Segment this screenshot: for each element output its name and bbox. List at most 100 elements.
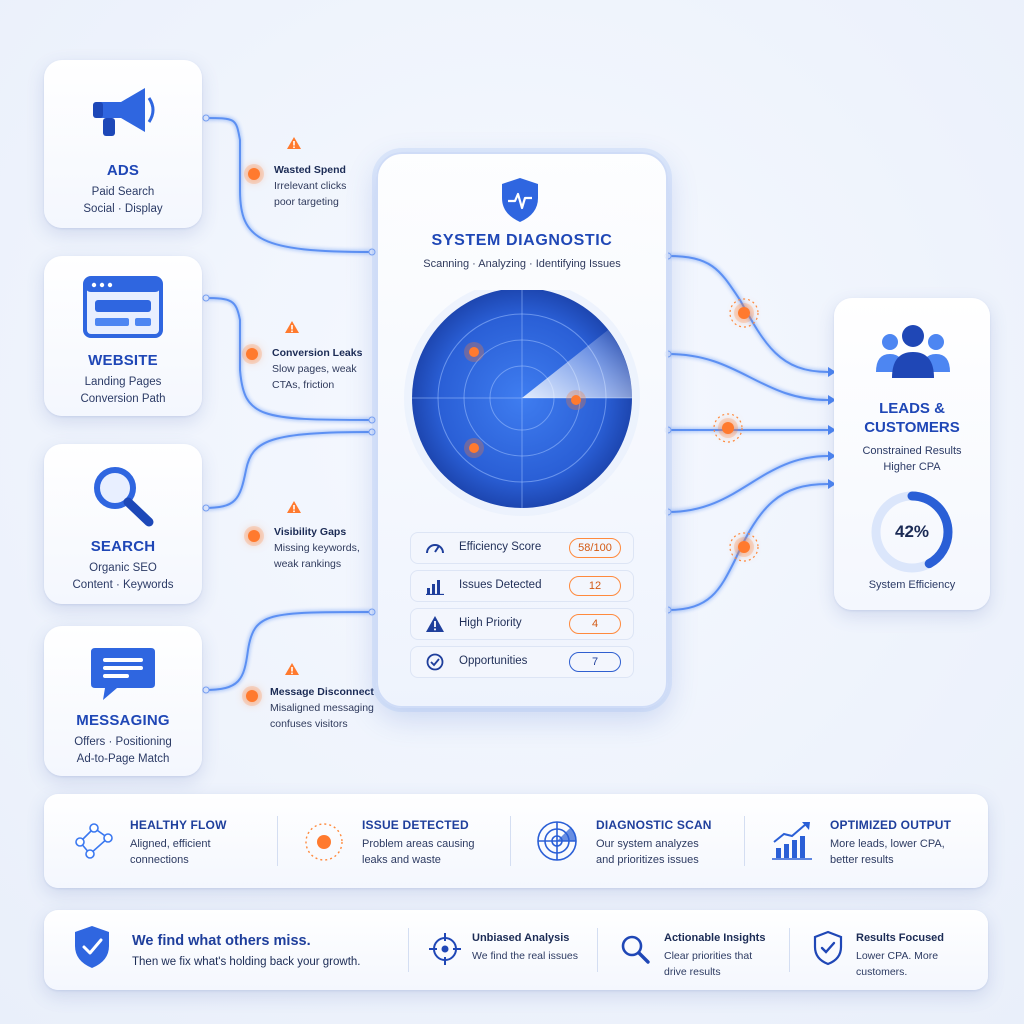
radar-sweep xyxy=(522,330,632,398)
issue-dot xyxy=(722,422,734,434)
arrow-head-2 xyxy=(828,395,836,405)
source-title: ADS xyxy=(106,162,140,179)
issue-title: Wasted Spend xyxy=(274,164,346,176)
source-card-messaging[interactable]: MESSAGING Offers · Positioning Ad-to-Pag… xyxy=(44,626,202,776)
output-title-line: CUSTOMERS xyxy=(864,419,960,436)
output-card-leads: LEADS & CUSTOMERS Constrained Results Hi… xyxy=(834,298,990,610)
source-card-search[interactable]: SEARCH Organic SEO Content · Keywords xyxy=(44,444,202,604)
source-detail: Content · Keywords xyxy=(72,579,174,591)
network-icon xyxy=(75,823,113,859)
banner-item-detail: drive results xyxy=(664,966,721,978)
radar-icon xyxy=(537,821,577,861)
legend-divider xyxy=(510,816,511,866)
metric-label: Opportunities xyxy=(459,655,528,667)
bottom-banner xyxy=(44,910,988,990)
banner-headline: We find what others miss. xyxy=(132,933,311,949)
banner-subline: Then we fix what's holding back your gro… xyxy=(132,956,361,968)
banner-divider xyxy=(597,928,598,972)
issue-title: Message Disconnect xyxy=(270,686,374,698)
legend-title: OPTIMIZED OUTPUT xyxy=(830,818,952,832)
legend-divider xyxy=(744,816,745,866)
diagnostic-title: SYSTEM DIAGNOSTIC xyxy=(431,232,613,249)
issue-dot xyxy=(246,348,258,360)
efficiency-label: System Efficiency xyxy=(868,579,956,591)
arrow-head-4 xyxy=(828,451,836,461)
banner-divider xyxy=(408,928,409,972)
banner-item-detail: customers. xyxy=(856,966,908,978)
megaphone-icon xyxy=(93,88,155,136)
issue-title: Conversion Leaks xyxy=(272,347,363,359)
metric-label: Issues Detected xyxy=(459,579,542,591)
efficiency-ring-fill xyxy=(871,491,953,573)
shield-check-icon xyxy=(75,926,109,968)
metric-value: 12 xyxy=(569,576,621,596)
output-title-line: LEADS & xyxy=(879,400,945,417)
legend-detail: connections xyxy=(130,854,189,866)
source-detail: Conversion Path xyxy=(80,393,166,405)
efficiency-value: 42% xyxy=(894,522,930,541)
banner-item-detail: Clear priorities that xyxy=(664,950,753,962)
legend-title: HEALTHY FLOW xyxy=(130,818,227,832)
warning-icon xyxy=(287,501,301,513)
arrow-head-1 xyxy=(828,367,836,377)
shield-pulse-icon xyxy=(502,178,538,222)
target-icon xyxy=(429,933,461,965)
flow-line-out-5 xyxy=(667,483,829,611)
source-card-website[interactable]: WEBSITE Landing Pages Conversion Path xyxy=(44,256,202,416)
arrow-head-5 xyxy=(828,479,836,489)
browser-window-icon xyxy=(83,276,163,338)
issue-dot xyxy=(248,530,260,542)
legend-detail: Our system analyzes xyxy=(596,838,699,850)
magnifier-icon xyxy=(94,467,154,527)
issue-dot xyxy=(246,690,258,702)
bar-chart-icon xyxy=(426,580,444,595)
issue-dot xyxy=(738,307,750,319)
metric-value: 4 xyxy=(569,614,621,634)
issue-wasted-spend: Wasted Spend Irrelevant clicks poor targ… xyxy=(274,162,346,210)
flow-line-out-2 xyxy=(667,353,829,401)
users-group-icon xyxy=(876,325,950,378)
issue-title: Visibility Gaps xyxy=(274,526,347,538)
source-detail: Organic SEO xyxy=(89,562,157,574)
issue-detail: Slow pages, weak xyxy=(272,363,357,375)
search-icon xyxy=(621,935,650,964)
legend-strip xyxy=(44,794,988,888)
issue-dot xyxy=(738,541,750,553)
issue-detail: poor targeting xyxy=(274,196,339,208)
source-title: SEARCH xyxy=(90,538,156,555)
metric-opportunities: Opportunities 7 xyxy=(410,646,634,678)
alert-dot-icon xyxy=(305,823,343,861)
banner-divider xyxy=(789,928,790,972)
gauge-icon xyxy=(426,544,444,554)
issue-detail: Misaligned messaging xyxy=(270,702,374,714)
source-detail: Social · Display xyxy=(83,203,163,215)
arrow-head-3 xyxy=(828,425,836,435)
metric-label: Efficiency Score xyxy=(459,541,542,553)
legend-title: ISSUE DETECTED xyxy=(362,818,469,832)
source-card-ads[interactable]: ADS Paid Search Social · Display xyxy=(44,60,202,228)
issue-spark-markers xyxy=(713,298,759,562)
metric-efficiency-score: Efficiency Score 58/100 xyxy=(410,532,634,564)
metric-issues-detected: Issues Detected 12 xyxy=(410,570,634,602)
source-detail: Offers · Positioning xyxy=(74,736,172,748)
warning-icon xyxy=(287,137,301,149)
source-detail: Paid Search xyxy=(91,186,155,198)
source-title: WEBSITE xyxy=(88,352,158,369)
check-circle-icon xyxy=(426,653,444,671)
banner-item-title: Results Focused xyxy=(856,932,945,944)
source-title: MESSAGING xyxy=(76,712,170,729)
issue-detail: Missing keywords, xyxy=(274,542,360,554)
legend-detail: Aligned, efficient xyxy=(130,838,211,850)
issue-detail: weak rankings xyxy=(274,558,342,570)
flow-line-messaging xyxy=(203,611,373,691)
banner-item-title: Actionable Insights xyxy=(664,932,766,944)
legend-detail: and prioritizes issues xyxy=(596,854,699,866)
efficiency-ring xyxy=(871,491,953,573)
issue-conversion-leaks: Conversion Leaks Slow pages, weak CTAs, … xyxy=(272,345,362,393)
issue-dot xyxy=(248,168,260,180)
legend-detail: better results xyxy=(830,854,894,866)
legend-detail: More leads, lower CPA, xyxy=(830,838,945,850)
metric-label: High Priority xyxy=(459,617,522,629)
output-detail: Higher CPA xyxy=(883,461,941,473)
